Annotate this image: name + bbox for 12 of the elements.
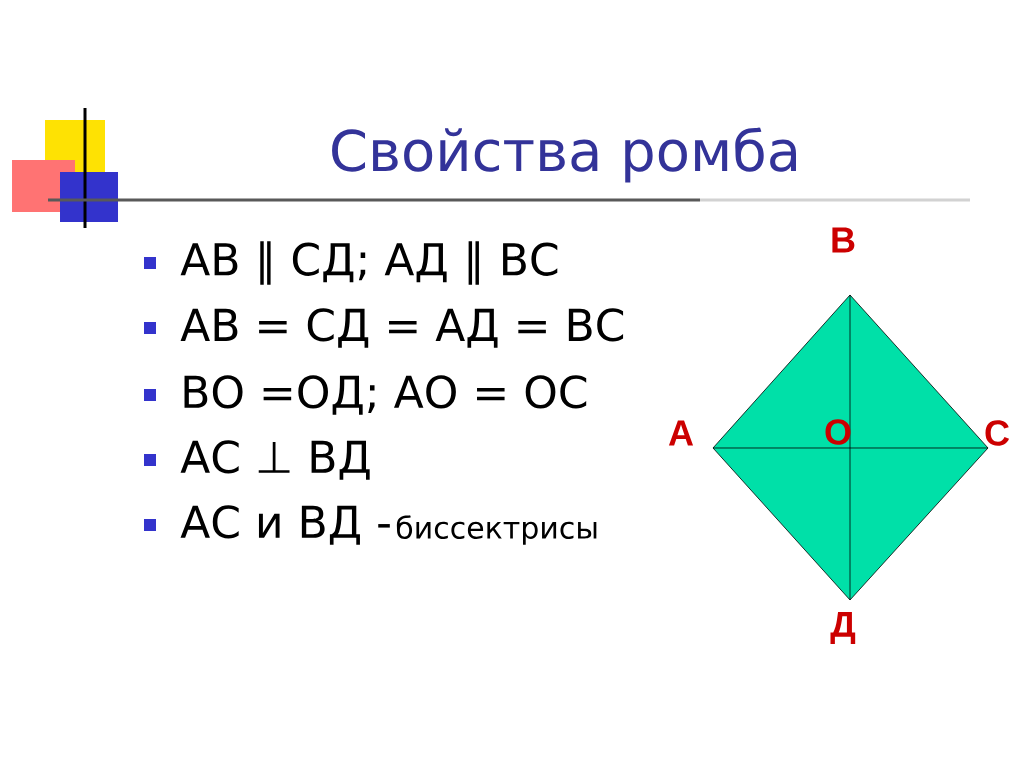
- vertex-label: А: [668, 420, 694, 446]
- property-text: АВ ∥ СД; АД ∥ ВС: [180, 241, 558, 285]
- vertex-label: Д: [830, 612, 856, 644]
- property-text: АС и ВД -: [180, 505, 390, 545]
- vertex-label: В: [832, 227, 855, 253]
- property-text: биссектрисы: [396, 515, 597, 545]
- property-text: АС ⊥ ВД: [180, 440, 370, 480]
- property-text: ВО =ОД; АО = ОС: [184, 375, 587, 415]
- title: Свойства ромба: [332, 127, 796, 183]
- vertex-label: О: [825, 419, 851, 445]
- property-text: АВ = СД = АД = ВС: [180, 308, 624, 348]
- vertex-label: С: [985, 420, 1009, 446]
